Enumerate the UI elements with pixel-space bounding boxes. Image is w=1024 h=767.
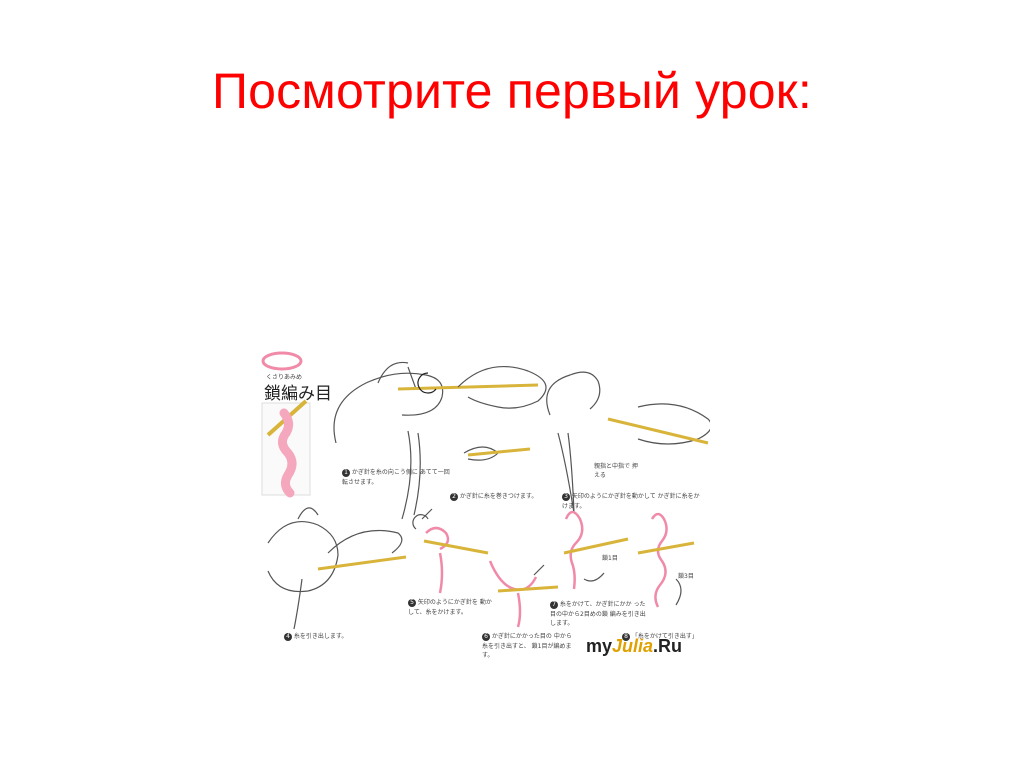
step-5-caption: 5 矢印のようにかぎ針を 動かして、糸をかけます。 xyxy=(408,597,492,616)
step-5-text: 矢印のようにかぎ針を 動かして、糸をかけます。 xyxy=(408,599,492,616)
stitch-3-label: 鎖3目 xyxy=(678,571,694,580)
step-2-drawing xyxy=(464,447,530,460)
step-3-text: 矢印のようにかぎ針を動かして かぎ針に糸をかけます。 xyxy=(562,493,700,510)
step-2-caption: 2 かぎ針に糸を巻きつけます。 xyxy=(450,491,560,501)
step-4-text: 糸を引き出します。 xyxy=(294,633,347,640)
thumb-note: 親指と中指で 押える xyxy=(594,461,638,479)
watermark-prefix: my xyxy=(586,636,612,656)
crochet-chain-stitch-illustration: くさりあみめ 鎖編み目 1 かぎ針を糸の向こう側に あてて一回転させます。 2 … xyxy=(258,343,710,671)
stitch-1-label: 鎖1目 xyxy=(602,553,618,562)
step-5-drawing xyxy=(413,509,488,593)
step-3-caption: 3 矢印のようにかぎ針を動かして かぎ針に糸をかけます。 xyxy=(562,491,702,510)
watermark-accent: Julia xyxy=(612,636,653,656)
step-2-text: かぎ針に糸を巻きつけます。 xyxy=(460,493,537,500)
step-4-drawing xyxy=(268,508,406,629)
header-title: 鎖編み目 xyxy=(264,379,332,404)
step-6-number: 6 xyxy=(482,633,490,641)
step-7-drawing xyxy=(564,512,628,589)
step-6-drawing xyxy=(490,561,558,627)
watermark-suffix: .Ru xyxy=(653,636,682,656)
step-1-number: 1 xyxy=(342,469,350,477)
step-6-text: かぎ針にかかった目の 中から糸を引き出すと、 鎖1目が編めます。 xyxy=(482,633,572,659)
step-7-caption: 7 糸をかけて、かぎ針にかか った目の中から2目めの鎖 編みを引き出します。 xyxy=(550,599,646,627)
step-4-caption: 4 糸を引き出します。 xyxy=(284,631,404,641)
step-1-caption: 1 かぎ針を糸の向こう側に あてて一回転させます。 xyxy=(342,467,452,486)
step-7-text: 糸をかけて、かぎ針にかか った目の中から2目めの鎖 編みを引き出します。 xyxy=(550,601,646,627)
step-6-caption: 6 かぎ針にかかった目の 中から糸を引き出すと、 鎖1目が編めます。 xyxy=(482,631,574,659)
step-2-number: 2 xyxy=(450,493,458,501)
yarn-loop-icon xyxy=(263,353,301,369)
step-3-number: 3 xyxy=(562,493,570,501)
watermark: myJulia.Ru xyxy=(586,636,682,657)
step-5-number: 5 xyxy=(408,599,416,607)
slide-title: Посмотрите первый урок: xyxy=(0,62,1024,120)
step-4-number: 4 xyxy=(284,633,292,641)
step-8-drawing xyxy=(638,514,694,607)
step-1-text: かぎ針を糸の向こう側に あてて一回転させます。 xyxy=(342,469,450,486)
step-7-number: 7 xyxy=(550,601,558,609)
